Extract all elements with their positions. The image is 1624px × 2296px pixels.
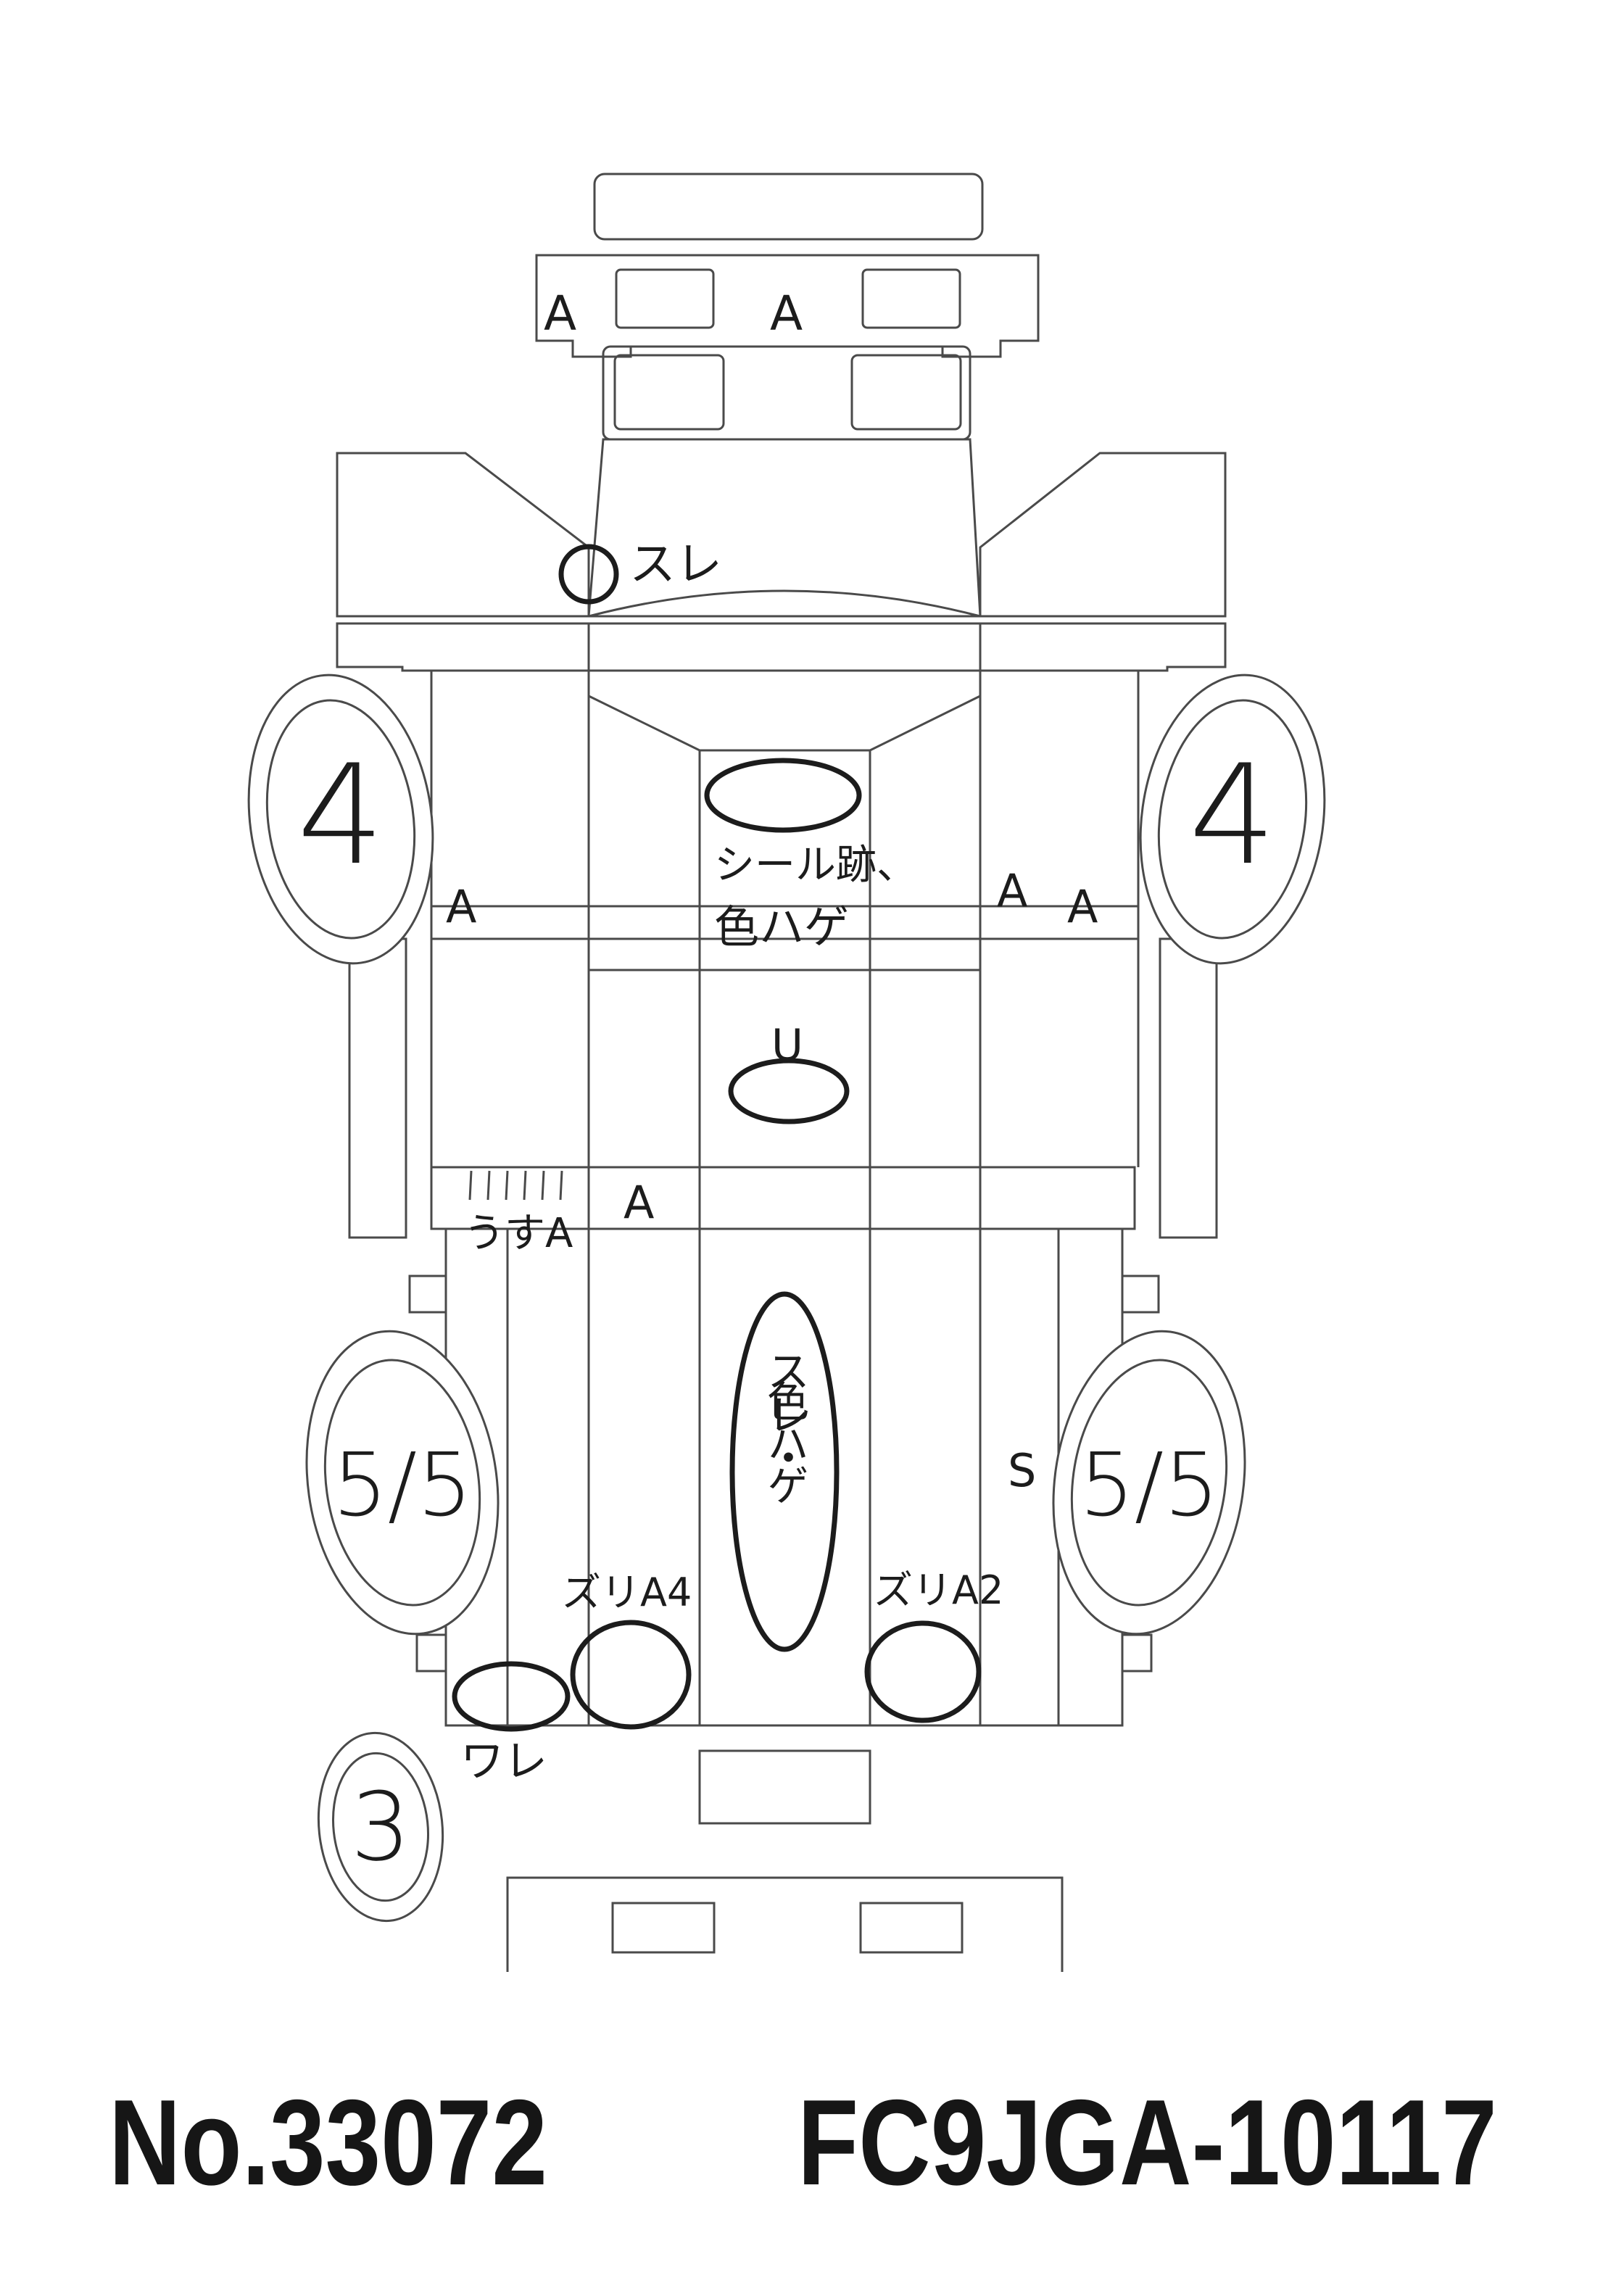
lot-number: No.33072 (109, 2074, 547, 2210)
front-left-tire-grade: 4 (297, 735, 385, 895)
crossmember-faint-note: うすA (464, 1210, 573, 1257)
right-side-step (1159, 937, 1218, 1239)
faint-scratch-hatching (468, 1170, 563, 1201)
frame-u-note: U (771, 1020, 803, 1071)
rear-left-dent-circle-mark (570, 1620, 692, 1730)
crossmember-note: A (624, 1176, 654, 1229)
cab-corner-note: スレ (629, 538, 722, 592)
side-right-note-1: A (997, 864, 1027, 917)
rear-left-tire-grade: 5/5 (332, 1435, 472, 1536)
rear-right-tire-grade: 5/5 (1079, 1435, 1219, 1536)
rear-crack-note: ワレ (460, 1736, 547, 1787)
cab-body (336, 622, 1227, 752)
rear-right-tire (1052, 1330, 1246, 1636)
front-bumper (593, 173, 984, 241)
right-s-note: S (1008, 1444, 1036, 1497)
frame-top-note-1: シール跡、 (714, 842, 917, 889)
headlight-panel (602, 345, 972, 441)
rear-right-dent-note: ズリA2 (874, 1567, 1003, 1613)
side-right-note-2: A (1067, 880, 1098, 933)
rear-right-dent-circle-mark (864, 1620, 982, 1723)
model-code: FC9JGA-10117 (798, 2074, 1497, 2210)
rear-left-dent-note: ズリA4 (562, 1570, 692, 1615)
frame-center-note-2: 色ハゲ (760, 1380, 809, 1506)
front-panel-left-note: A (544, 286, 576, 341)
rear-bumper (506, 1876, 1064, 1972)
front-panel-right-note: A (770, 286, 803, 341)
spare-tire-grade: 3 (351, 1772, 411, 1882)
spare-tire (317, 1731, 444, 1923)
cab-corner-circle-mark (558, 544, 619, 605)
rear-left-tire (305, 1330, 500, 1636)
front-right-tire-grade: 4 (1189, 735, 1277, 895)
hitch-block (698, 1749, 871, 1825)
frame-top-note-2: 色ハゲ (714, 900, 849, 953)
crossmember (430, 1166, 1136, 1230)
left-side-step (348, 937, 407, 1239)
right-door (979, 452, 1227, 618)
front-left-tire (247, 674, 434, 965)
left-door (336, 452, 590, 618)
side-left-note: A (446, 880, 476, 933)
front-frame (430, 671, 1140, 1725)
front-right-tire (1139, 674, 1326, 965)
rear-crack-circle-mark (452, 1661, 571, 1732)
frame-center-circle-mark (729, 1291, 840, 1652)
vehicle-damage-diagram: A A スレ シール跡、 色ハゲ U A A A うすA A スレ・ 色ハゲ S… (247, 173, 1326, 1972)
frame-center-note-1: スレ・ (759, 1348, 810, 1479)
frame-u-circle-mark (728, 1058, 850, 1124)
frame-top-circle-mark (704, 758, 862, 833)
